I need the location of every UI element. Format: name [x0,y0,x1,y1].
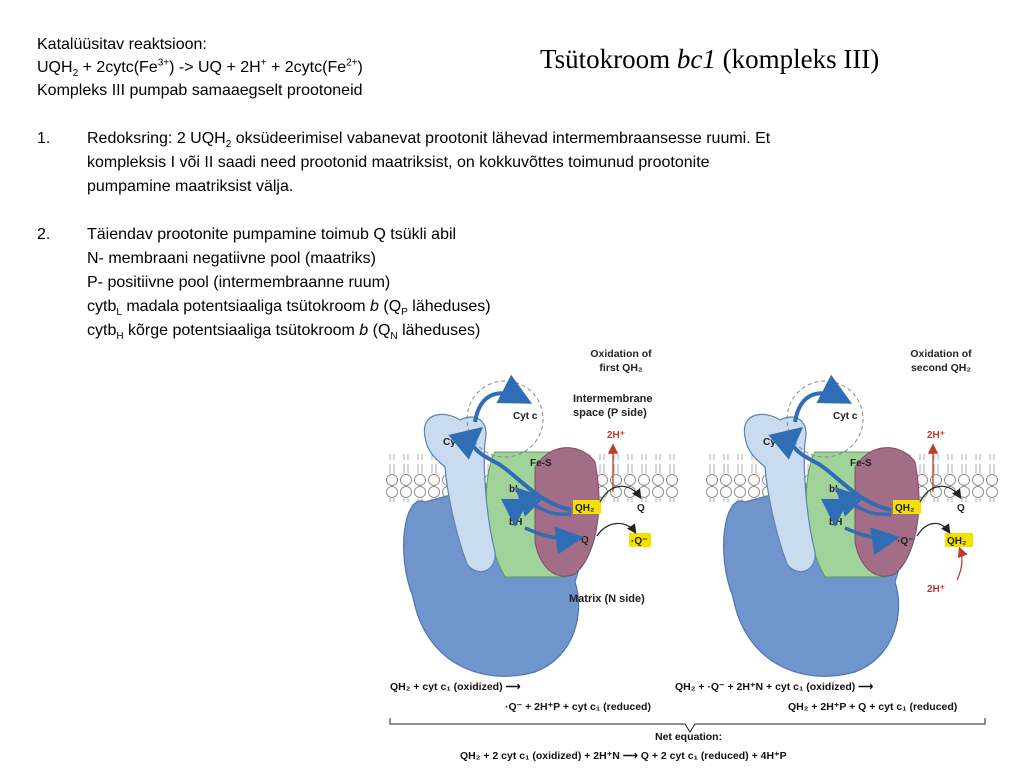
qh2-highlight-left [573,500,601,514]
proton-label-left: 2H⁺ [607,430,625,441]
q-cycle-figure: Oxidation of first QH₂ Cyt c Cyt c₁ Fe-S… [385,348,1000,762]
q-label-right: Q [957,503,965,514]
electron-path-fes-right [768,426,892,512]
cyt-c1-label-right: Cyt c₁ [763,437,792,448]
electron-path-qn-left [524,526,584,555]
qh2-highlight-right [893,500,921,514]
right-panel: Oxidation of second QH₂ Cyt c Cyt c₁ Fe-… [705,348,1000,677]
semiquinone-label-right: ·Q⁻ [897,536,913,547]
qh2-label-left: QH₂ [575,503,594,514]
qh2-n-highlight-right [945,533,973,547]
right-panel-title-2: second QH₂ [911,362,971,374]
net-equation-label: Net equation: [655,731,722,743]
ims-label-2: space (P side) [573,407,647,419]
qh2-oxidation-arrow-right [919,485,962,503]
slide-title: Tsütokroom bc1 (kompleks III) [540,44,880,74]
semiquinone-label-left: ·Q⁻ [631,536,647,547]
item1-number: 1. [37,130,51,147]
intro-line-2: UQH2 + 2cytc(Fe3+) -> UQ + 2H+ + 2cytc(F… [37,57,363,80]
semiquinone-highlight-left [629,533,651,547]
cyt-c1-label-left: Cyt c₁ [443,437,472,448]
right-panel-title-1: Oxidation of [910,348,972,360]
right-equation-line-2: QH₂ + 2H⁺P + Q + cyt c₁ (reduced) [788,701,957,713]
item2-line-3: P- positiivne pool (intermembraanne ruum… [87,274,391,291]
fe-s-label-left: Fe-S [530,458,552,469]
item1-line-1: Redoksring: 2 UQH2 oksüdeerimisel vabane… [87,130,771,151]
q-n-label-left: Q [581,535,589,546]
item2-line-1: Täiendav prootonite pumpamine toimub Q t… [87,226,457,243]
item2-line-5: cytbH kõrge potentsiaaliga tsütokroom b … [87,322,481,343]
qh2-oxidation-arrow-left [599,485,642,503]
matrix-label: Matrix (N side) [569,593,645,605]
proton-n-arrow-right [956,546,968,581]
cyt-c-label-right: Cyt c [833,411,858,422]
intro-line-1: Katalüüsitav reaktsioon: [37,36,207,53]
item2-line-2: N- membraani negatiivne pool (maatriks) [87,250,376,267]
item2-line-4: cytbL madala potentsiaaliga tsütokroom b… [87,298,491,319]
item1-line-3: pumpamine maatriksist välja. [87,178,294,195]
left-panel-title-1: Oxidation of [590,348,652,360]
electron-path-fes-left [448,426,572,512]
q-reduction-arrow-left [596,522,637,537]
electron-path-cytc-right [793,374,853,423]
qh2-n-label-right: QH₂ [947,536,966,547]
net-equation-bracket [389,718,986,733]
electron-path-bl-left [515,487,572,517]
left-panel: Oxidation of first QH₂ Cyt c Cyt c₁ Fe-S… [385,348,680,677]
ims-label-1: Intermembrane [573,393,652,405]
electron-path-qn-right [844,526,900,556]
fe-s-label-right: Fe-S [850,458,872,469]
qh2-label-right: QH₂ [895,503,914,514]
right-equation-line-1: QH₂ + ·Q⁻ + 2H⁺N + cyt c₁ (oxidized) ⟶ [675,681,874,693]
intro-line-3: Kompleks III pumpab samaaegselt prootone… [37,82,363,99]
q-label-left: Q [637,503,645,514]
item2-number: 2. [37,226,51,243]
left-equation-line-2: ·Q⁻ + 2H⁺P + cyt c₁ (reduced) [505,701,651,713]
proton-p-label-right: 2H⁺ [927,430,945,441]
item1-line-2: kompleksis I või II saadi need prootonid… [87,154,710,171]
left-panel-title-2: first QH₂ [599,362,643,374]
net-equation: QH₂ + 2 cyt c₁ (oxidized) + 2H⁺N ⟶ Q + 2… [460,750,787,762]
semiquinone-reduction-arrow-right [916,522,951,537]
electron-path-bl-right [835,487,892,517]
cyt-c-label-left: Cyt c [513,411,538,422]
electron-path-cytc-left [473,374,533,423]
proton-n-label-right: 2H⁺ [927,584,945,595]
left-equation-line-1: QH₂ + cyt c₁ (oxidized) ⟶ [390,681,521,693]
